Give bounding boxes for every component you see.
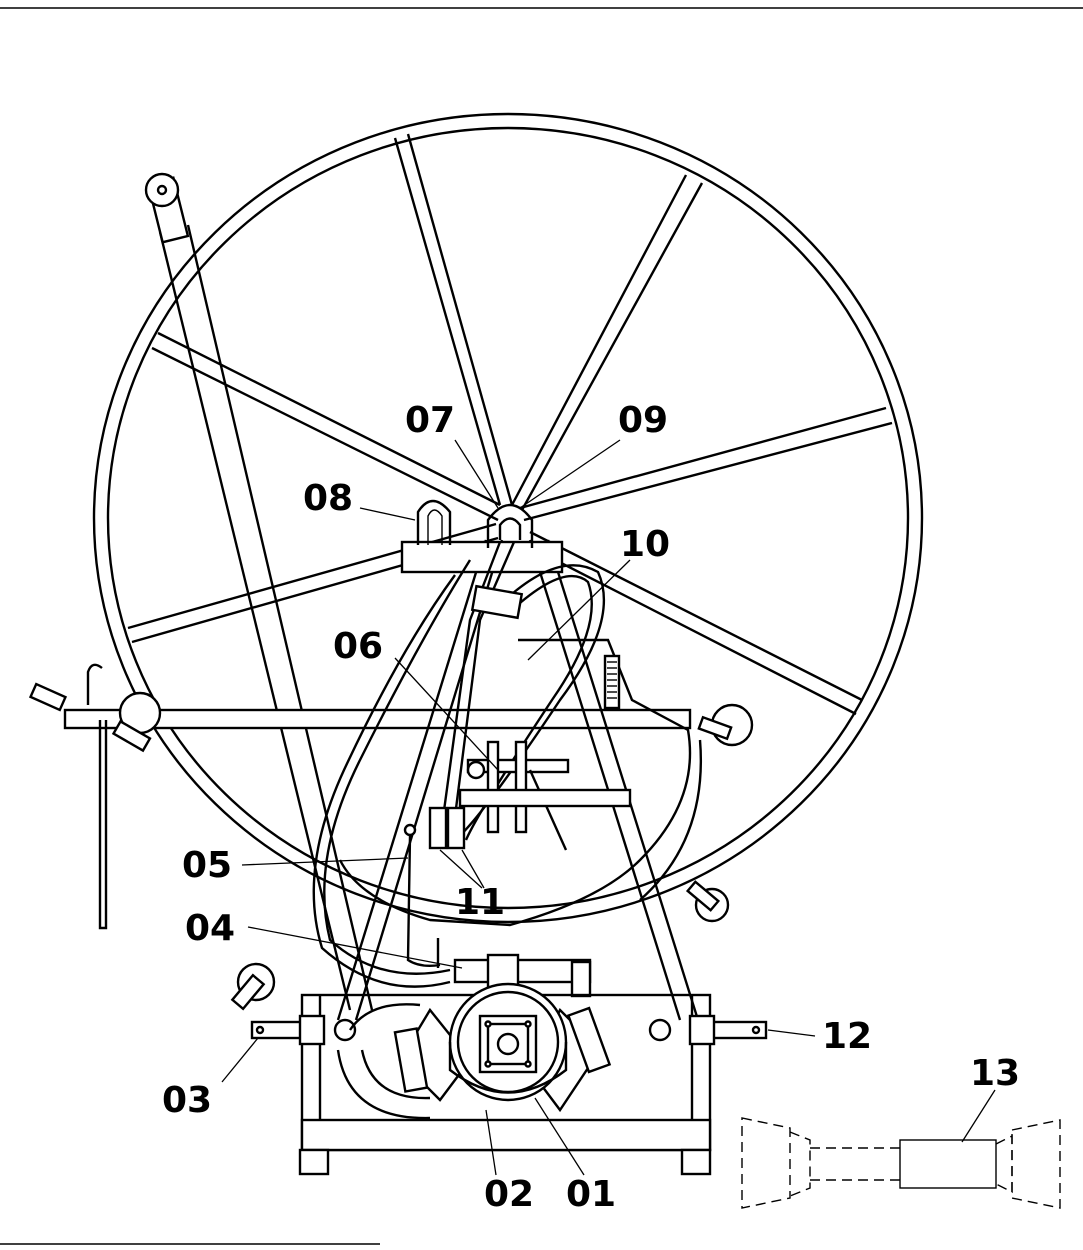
callout-08: 08 (303, 478, 353, 519)
roller-wheel-lower-left (230, 962, 276, 1011)
hub-bracket (400, 540, 564, 574)
callout-01: 01 (566, 1174, 616, 1215)
cross-bar (28, 663, 754, 930)
valve-assembly-06 (458, 740, 632, 851)
reel-spokes (127, 133, 893, 716)
callout-02: 02 (484, 1174, 534, 1215)
gearbox-pump (336, 982, 612, 1120)
callout-labels: 07 09 08 10 06 05 11 04 03 12 13 02 01 (162, 400, 1020, 1215)
callout-04: 04 (185, 908, 235, 949)
a-frame (336, 539, 700, 1021)
hoses (312, 541, 605, 988)
pto-drive-shaft-13 (741, 1117, 1061, 1209)
callout-05: 05 (182, 845, 232, 886)
left-shaft-03 (250, 1014, 357, 1046)
frame-foot-right (680, 1148, 712, 1176)
left-arm-assembly (144, 172, 374, 1011)
hub-assembly (400, 499, 564, 574)
left-roller-wheel (111, 691, 162, 753)
swivel-joint-07 (486, 503, 534, 548)
gauge-scale (603, 654, 621, 710)
callout-10: 10 (620, 524, 670, 565)
right-roller-wheel (697, 703, 754, 747)
callout-07: 07 (405, 400, 455, 441)
lower-pipe-04 (436, 938, 592, 998)
right-shaft-12 (648, 1014, 768, 1046)
callout-11: 11 (455, 882, 505, 923)
callout-06: 06 (333, 626, 383, 667)
callout-13: 13 (970, 1053, 1020, 1094)
roller-wheel-lower-right (685, 880, 730, 923)
u-bolt-08 (416, 499, 452, 545)
callout-12: 12 (822, 1016, 872, 1057)
leader-lines (221, 439, 996, 1176)
callout-03: 03 (162, 1080, 212, 1121)
top-roller-wheel (144, 172, 180, 208)
drum-body (338, 638, 702, 927)
lower-frame (230, 880, 730, 1176)
gearbox-02 (448, 1042, 568, 1094)
frame-foot-left (298, 1148, 330, 1176)
callout-09: 09 (618, 400, 668, 441)
hose-fittings-11 (403, 806, 466, 968)
